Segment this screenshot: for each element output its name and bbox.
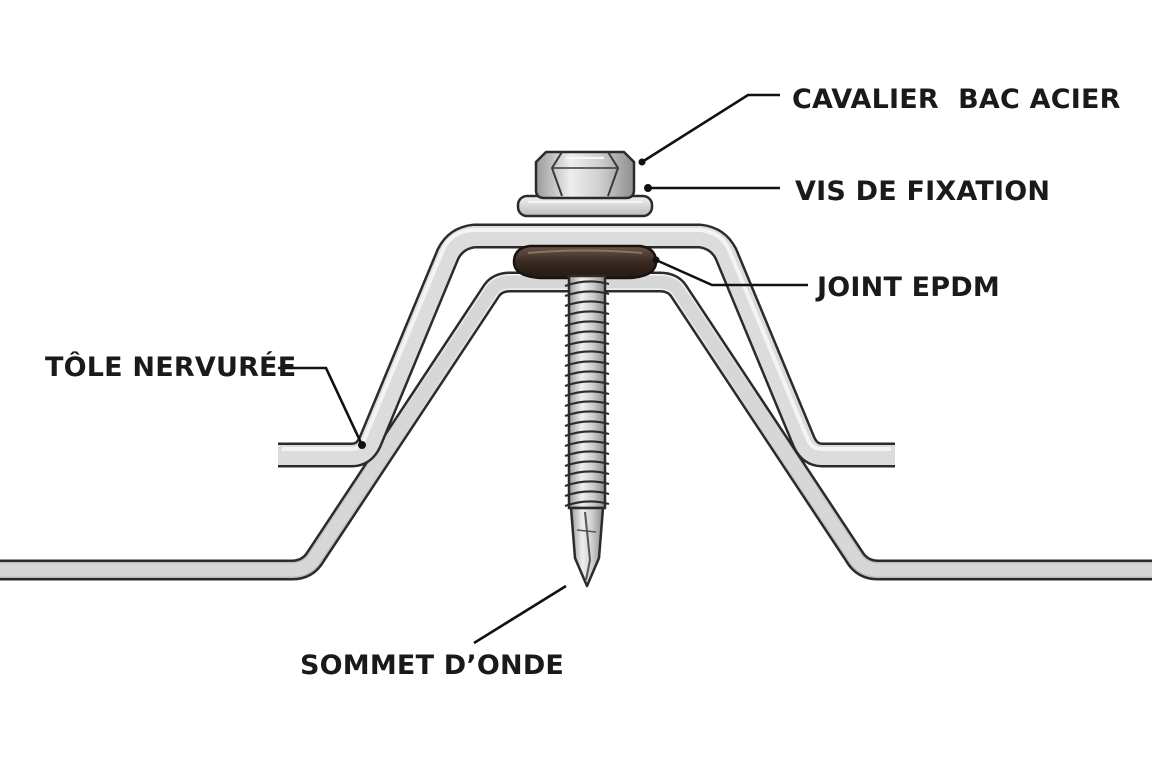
screw-washer <box>516 194 654 218</box>
leader-vis-dot <box>644 184 652 192</box>
screw-thread <box>564 380 610 388</box>
screw-hex-head <box>534 150 636 200</box>
label-tole-nervuree: TÔLE NERVURÉE <box>45 352 297 383</box>
screw-thread <box>564 480 610 488</box>
leader-cavalier-dot <box>638 158 646 166</box>
screw-thread <box>564 370 610 378</box>
screw-thread <box>564 280 610 288</box>
leader-lines <box>278 93 808 645</box>
screw-thread <box>564 450 610 458</box>
screw-thread <box>564 290 610 298</box>
screw-thread <box>564 340 610 348</box>
screw-thread <box>564 460 610 468</box>
label-cavalier-bac-acier: CAVALIER BAC ACIER <box>792 84 1121 115</box>
leader-joint-dot <box>652 256 660 264</box>
screw-shank <box>564 274 610 588</box>
screw-thread <box>564 310 610 318</box>
screw-thread <box>564 320 610 328</box>
screw-thread <box>564 430 610 438</box>
leader-sommet <box>473 584 567 645</box>
leader-joint <box>655 258 808 287</box>
screw-thread <box>564 500 610 508</box>
screw-thread <box>564 420 610 428</box>
label-joint-epdm: JOINT EPDM <box>817 272 1000 303</box>
screw-thread <box>564 360 610 368</box>
leader-tole-dot <box>358 441 366 449</box>
screw-thread <box>564 490 610 498</box>
screw-thread <box>564 410 610 418</box>
screw-thread <box>564 470 610 478</box>
screw-thread <box>564 400 610 408</box>
label-vis-de-fixation: VIS DE FIXATION <box>795 176 1051 207</box>
leader-tole <box>278 366 364 446</box>
label-sommet-d-onde: SOMMET D’ONDE <box>300 650 565 681</box>
screw-thread <box>564 300 610 308</box>
screw-thread <box>564 390 610 398</box>
screw-thread <box>564 330 610 338</box>
screw-thread <box>564 350 610 358</box>
epdm-seal <box>512 244 658 280</box>
leader-cavalier <box>641 93 780 164</box>
screw-thread <box>564 440 610 448</box>
